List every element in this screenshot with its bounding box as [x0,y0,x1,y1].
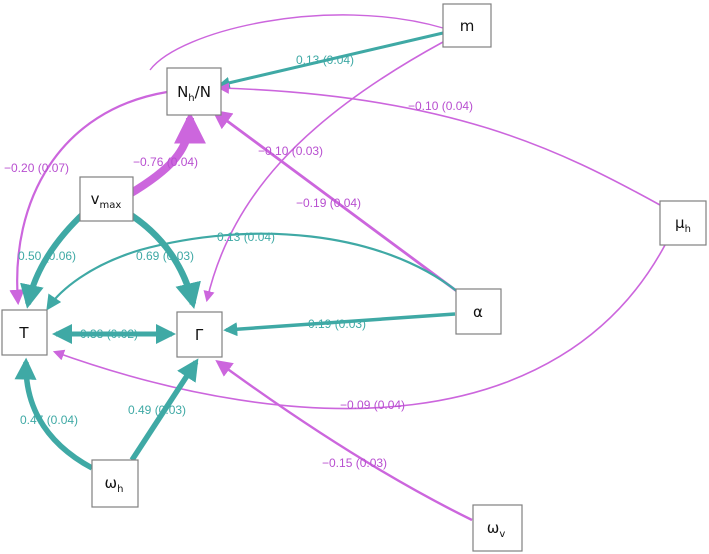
node-omegah-label: ωh [105,474,124,495]
node-gamma: Γ [176,311,223,358]
label-m-nhn: 0.13 (0.04) [296,53,354,67]
node-nhn-label: Nh/N [177,83,211,104]
edge-omegah-T [14,357,94,471]
node-omegav: ωv [472,504,523,552]
node-T: T [1,309,48,356]
node-T-label: T [18,324,29,342]
node-vmax-label: vmax [91,190,122,211]
edge-vmax-gamma [121,207,201,310]
node-omegav-label: ωv [487,519,506,540]
label-alpha-gamma: 0.19 (0.03) [308,317,366,331]
label-vmax-nhn: −0.76 (0.04) [133,155,198,169]
node-nhn: Nh/N [166,67,222,116]
edge-vmax-T [20,209,88,309]
edge-alpha-gamma [223,312,456,337]
label-T-gamma: 0.38 (0.02) [80,327,138,341]
edge-m-gamma [203,41,444,303]
edge-m-T-arc [149,14,444,71]
edge-alpha-T [46,232,459,311]
node-m-label: m [460,17,475,35]
label-muh-nhn: −0.10 (0.04) [408,99,473,113]
edge-m-nhn [217,31,444,89]
label-nhn-T: −0.20 (0.07) [4,161,69,175]
edge-alpha-nhn [211,109,459,294]
label-alpha-T: 0.13 (0.04) [217,230,275,244]
node-alpha-label: α [473,303,483,321]
edge-omegav-gamma [215,360,473,522]
label-alpha-nhn: −0.19 (0.04) [296,196,361,210]
node-muh: μh [659,200,707,246]
label-omegav-gamma: −0.15 (0.03) [322,456,387,470]
node-gamma-label: Γ [195,326,204,344]
label-omegah-T: 0.47 (0.04) [20,413,78,427]
node-alpha: α [455,288,502,335]
edge-muh-nhn [217,82,661,206]
label-omegah-gamma: 0.49 (0.03) [128,403,186,417]
node-muh-label: μh [675,214,691,235]
node-vmax: vmax [79,176,134,222]
label-vmax-T: 0.50 (0.06) [18,249,76,263]
edge-muh-T [52,244,666,410]
label-m-gamma: −0.10 (0.03) [258,144,323,158]
label-muh-T: −0.09 (0.04) [340,398,405,412]
node-omegah: ωh [91,459,139,508]
node-m: m [442,3,492,48]
label-vmax-gamma: 0.69 (0.03) [136,249,194,263]
edge-nhn-T [9,90,168,306]
edge-vmax-nhn [125,111,206,199]
edge-omegah-gamma [129,358,199,462]
